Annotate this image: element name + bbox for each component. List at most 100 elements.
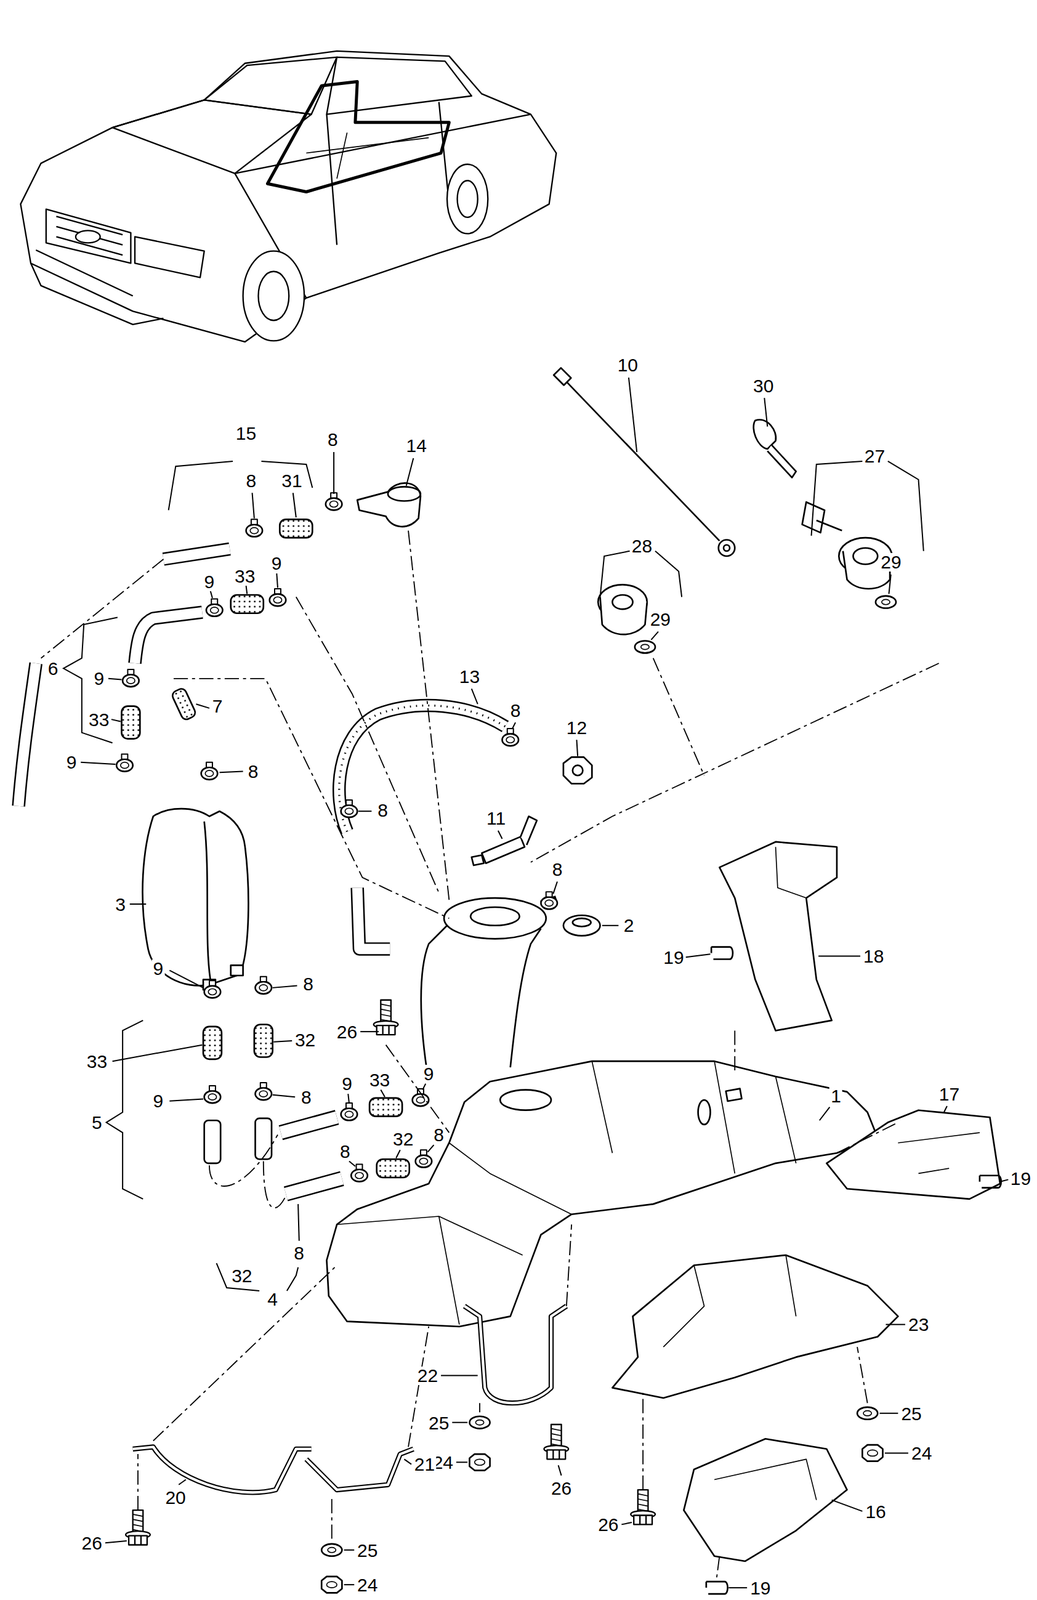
leader-lines bbox=[349, 1161, 356, 1167]
fuel-system-parts bbox=[171, 687, 198, 722]
fuel-system-parts bbox=[369, 1097, 403, 1117]
fuel-system-parts bbox=[254, 1024, 273, 1058]
fuel-system-parts bbox=[341, 1102, 358, 1121]
leader-lines bbox=[276, 573, 278, 588]
leader-lines bbox=[219, 771, 244, 773]
leader-lines bbox=[108, 678, 122, 680]
fuel-system-parts bbox=[321, 1576, 342, 1594]
assembly-lines bbox=[173, 678, 449, 919]
leader-lines bbox=[111, 719, 121, 722]
callout-number: 18 bbox=[862, 947, 885, 966]
fuel-system-parts bbox=[204, 1085, 222, 1103]
fuel-system-parts bbox=[698, 1099, 711, 1125]
leader-lines bbox=[888, 574, 891, 594]
leader-lines bbox=[63, 617, 118, 743]
leader-lines bbox=[512, 722, 516, 729]
fuel-system-parts bbox=[206, 599, 223, 617]
callout-number: 12 bbox=[565, 718, 589, 738]
assembly-lines bbox=[653, 658, 705, 776]
fuel-system-parts bbox=[204, 980, 222, 998]
fuel-system-parts bbox=[373, 1000, 399, 1035]
fuel-system-parts bbox=[816, 520, 842, 531]
leader-lines bbox=[358, 810, 372, 812]
callout-number: 33 bbox=[87, 710, 111, 730]
fuel-system-parts bbox=[415, 1149, 433, 1167]
callout-number: 33 bbox=[85, 1052, 109, 1071]
car-overview bbox=[267, 81, 449, 193]
leader-lines bbox=[169, 970, 204, 988]
callout-number: 3 bbox=[113, 895, 127, 914]
fuel-system-parts bbox=[719, 841, 837, 1031]
fuel-system-parts bbox=[285, 1178, 342, 1195]
fuel-system-parts bbox=[230, 964, 244, 976]
car-overview bbox=[75, 230, 101, 243]
callout-number: 10 bbox=[616, 355, 640, 375]
assembly-lines bbox=[408, 1326, 429, 1448]
leader-lines bbox=[168, 461, 313, 511]
leader-lines bbox=[380, 1089, 385, 1098]
callout-number: 8 bbox=[432, 1125, 446, 1145]
callout-number: 8 bbox=[244, 471, 258, 491]
fuel-system-parts bbox=[269, 588, 287, 606]
leader-lines bbox=[650, 631, 659, 640]
callout-number: 33 bbox=[233, 567, 257, 586]
fuel-system-parts bbox=[306, 1448, 414, 1490]
fuel-system-parts bbox=[469, 1416, 490, 1429]
fuel-system-parts bbox=[718, 539, 736, 557]
assembly-lines bbox=[41, 559, 164, 659]
callout-number: 8 bbox=[299, 1088, 313, 1107]
callout-number: 24 bbox=[910, 1444, 933, 1463]
assembly-lines bbox=[386, 1045, 450, 1133]
callout-number: 8 bbox=[551, 860, 565, 879]
fuel-system-parts bbox=[339, 705, 506, 832]
car-overview bbox=[46, 209, 132, 264]
fuel-system-parts bbox=[121, 706, 140, 739]
leader-lines bbox=[273, 1040, 292, 1042]
car-overview bbox=[457, 180, 478, 218]
callout-number: 26 bbox=[596, 1515, 620, 1534]
callout-number: 9 bbox=[270, 554, 284, 573]
leader-lines bbox=[344, 1549, 355, 1551]
assembly-lines bbox=[479, 1402, 481, 1413]
fuel-system-parts bbox=[723, 544, 730, 552]
assembly-lines bbox=[734, 1030, 736, 1071]
leader-lines bbox=[1000, 1179, 1009, 1182]
fuel-system-parts bbox=[501, 728, 519, 746]
leader-lines bbox=[106, 1020, 144, 1199]
fuel-system-parts bbox=[500, 1089, 552, 1111]
fuel-system-parts bbox=[612, 1254, 898, 1398]
fuel-system-parts bbox=[862, 1444, 883, 1462]
leader-lines bbox=[195, 703, 210, 709]
leader-lines bbox=[422, 1083, 426, 1090]
fuel-system-parts bbox=[201, 762, 218, 780]
leader-lines bbox=[63, 377, 1009, 1588]
fuel-system-parts bbox=[706, 1581, 728, 1594]
car-overview bbox=[56, 216, 123, 255]
fuel-system-parts bbox=[714, 1458, 817, 1500]
fuel-system-parts bbox=[285, 1178, 342, 1195]
fuel-system-parts bbox=[412, 1088, 430, 1106]
fuel-system-parts bbox=[897, 1132, 980, 1174]
fuel-system-parts bbox=[564, 379, 720, 541]
car-overview bbox=[326, 57, 472, 115]
car-overview bbox=[447, 164, 488, 235]
callout-number: 30 bbox=[751, 376, 775, 396]
leader-lines bbox=[360, 1030, 379, 1033]
leader-lines bbox=[831, 1500, 863, 1512]
leader-lines bbox=[552, 881, 558, 895]
callout-number: 8 bbox=[509, 701, 523, 720]
fuel-system-parts bbox=[753, 419, 776, 449]
fuel-system-parts bbox=[630, 1489, 656, 1525]
leader-lines bbox=[333, 451, 335, 494]
fuel-system-parts bbox=[376, 1158, 410, 1178]
assembly-lines bbox=[263, 1161, 286, 1209]
fuel-system-parts bbox=[726, 1088, 743, 1102]
fuel-system-parts bbox=[339, 705, 506, 832]
callout-number: 26 bbox=[80, 1533, 103, 1553]
car-overview bbox=[30, 250, 164, 325]
leader-lines bbox=[576, 739, 578, 757]
callout-number: 15 bbox=[234, 424, 258, 443]
fuel-system-parts bbox=[470, 907, 520, 926]
callout-number: 1 bbox=[829, 1086, 843, 1106]
